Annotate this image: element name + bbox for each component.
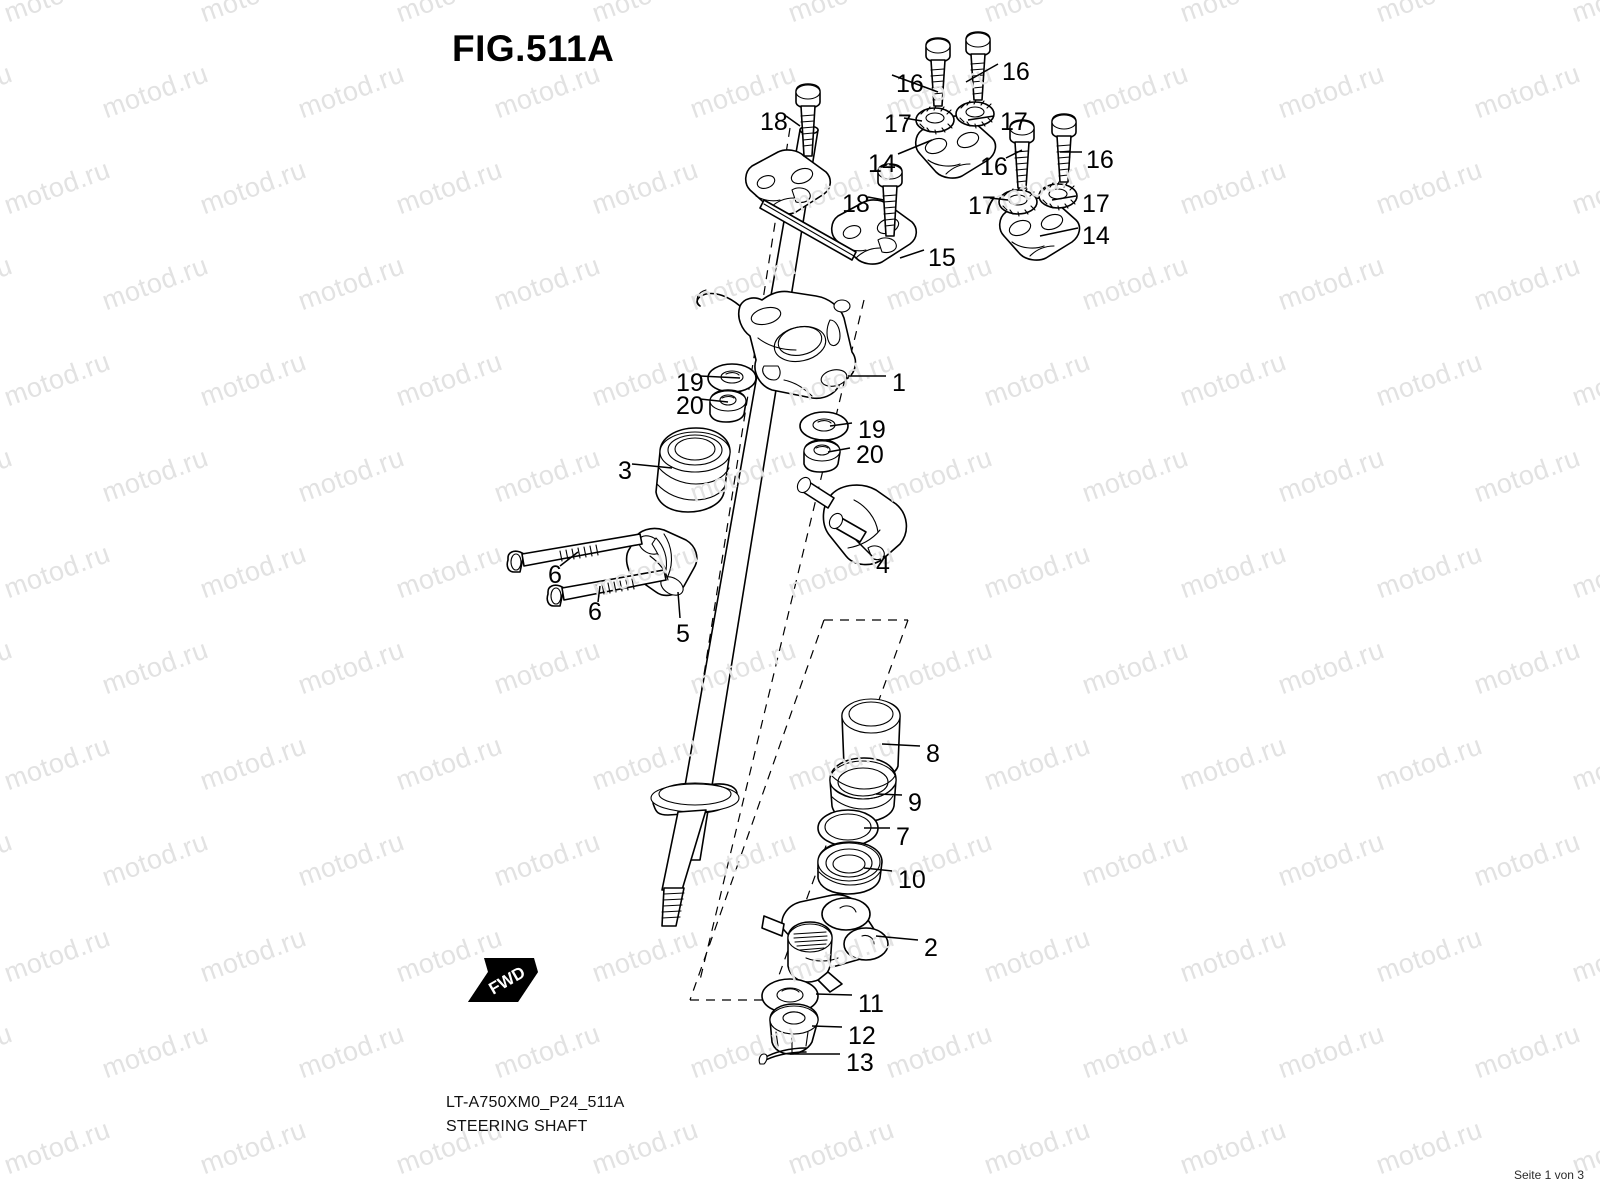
callout-17-washer: 17 (1000, 108, 1028, 136)
callout-16-bolt: 16 (1086, 146, 1114, 174)
part-19-washer-left (707, 363, 757, 393)
callout-14-holder: 14 (868, 150, 896, 178)
holder-crossbar (759, 199, 857, 261)
callout-15-handlebar-holder-lower: 15 (928, 244, 956, 272)
callout-6-bolt: 6 (548, 561, 562, 589)
part-17-washer-1 (915, 105, 955, 135)
callout-10-oil-seal: 10 (898, 866, 926, 894)
callout-17-washer: 17 (968, 192, 996, 220)
callout-4-arm: 4 (876, 551, 890, 579)
fwd-direction-marker: FWD (466, 946, 540, 1004)
part-6-bolt-a (506, 533, 643, 573)
part-9-bearing (829, 757, 897, 823)
callout-8-bushing: 8 (926, 740, 940, 768)
part-12-nut (769, 1003, 819, 1055)
part-16-bolt-3 (1009, 119, 1035, 189)
callout-17-washer: 17 (884, 110, 912, 138)
callout-5-clamp-holder: 5 (676, 620, 690, 648)
callout-1-steering-shaft-upper-bracket: 1 (892, 369, 906, 397)
part-1-upper-bracket (696, 289, 857, 400)
callout-16-bolt: 16 (896, 70, 924, 98)
figure-title: FIG.511A (452, 28, 615, 69)
callout-6-bolt: 6 (588, 598, 602, 626)
callout-19-washer: 19 (676, 369, 704, 397)
part-3-dust-seal-boot (655, 427, 731, 513)
callout-3-dust-seal-boot: 3 (618, 457, 632, 485)
callout-2-steering-arm-lower: 2 (924, 934, 938, 962)
caption-part-code: LT-A750XM0_P24_511A (446, 1094, 625, 1111)
part-16-bolt-2 (965, 31, 991, 101)
part-15-holder-lower-left (744, 149, 832, 215)
caption-part-name: STEERING SHAFT (446, 1118, 588, 1135)
callout-16-bolt: 16 (1002, 58, 1030, 86)
part-8-bushing (841, 698, 901, 779)
callout-18-bolt: 18 (760, 108, 788, 136)
part-18-bolt-b (877, 163, 903, 237)
callout-20-bushing: 20 (676, 392, 704, 420)
page-indicator: Seite 1 von 3 (1513, 1168, 1584, 1182)
callout-16-bolt: 16 (980, 153, 1008, 181)
part-4-arm (796, 476, 908, 566)
callout-12-nut: 12 (848, 1022, 876, 1050)
callout-13-cotter-pin: 13 (846, 1049, 874, 1077)
part-17-washer-3 (998, 187, 1038, 217)
part-16-bolt-1 (925, 37, 951, 107)
part-19-washer-right (799, 411, 849, 441)
callout-18-bolt: 18 (842, 190, 870, 218)
callout-20-bushing: 20 (856, 441, 884, 469)
callout-7-washer: 7 (896, 823, 910, 851)
part-7-washer (817, 809, 879, 847)
steering-shaft-tube (650, 125, 819, 927)
part-10-oil-seal (817, 841, 883, 895)
callout-17-washer: 17 (1082, 190, 1110, 218)
callout-19-washer: 19 (858, 416, 886, 444)
part-2-steering-arm-lower (761, 893, 889, 993)
part-16-bolt-4 (1051, 113, 1077, 183)
part-20-bushing-right (803, 439, 841, 473)
part-13-cotter-pin (758, 1047, 807, 1065)
callout-11-washer: 11 (858, 990, 884, 1018)
callout-9-bearing: 9 (908, 789, 922, 817)
part-18-bolt-a (795, 83, 821, 157)
part-20-bushing-left (709, 389, 747, 423)
callout-14-holder: 14 (1082, 222, 1110, 250)
part-6-bolt-b (546, 569, 667, 607)
